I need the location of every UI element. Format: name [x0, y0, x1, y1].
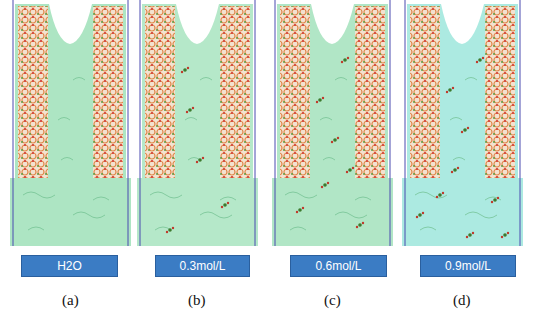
concentration-box: 0.3mol/L: [155, 255, 250, 277]
panel-label: (c): [324, 292, 341, 309]
concentration-box: H2O: [21, 255, 118, 277]
concentration-text: 0.9mol/L: [445, 259, 491, 273]
concentration-box: 0.6mol/L: [290, 255, 387, 277]
panel-label: (b): [188, 292, 206, 309]
panel-label: (d): [453, 292, 471, 309]
panel-label: (a): [62, 292, 79, 309]
concentration-text: H2O: [57, 259, 82, 273]
concentration-text: 0.3mol/L: [179, 259, 225, 273]
concentration-box: 0.9mol/L: [420, 255, 516, 277]
concentration-text: 0.6mol/L: [315, 259, 361, 273]
